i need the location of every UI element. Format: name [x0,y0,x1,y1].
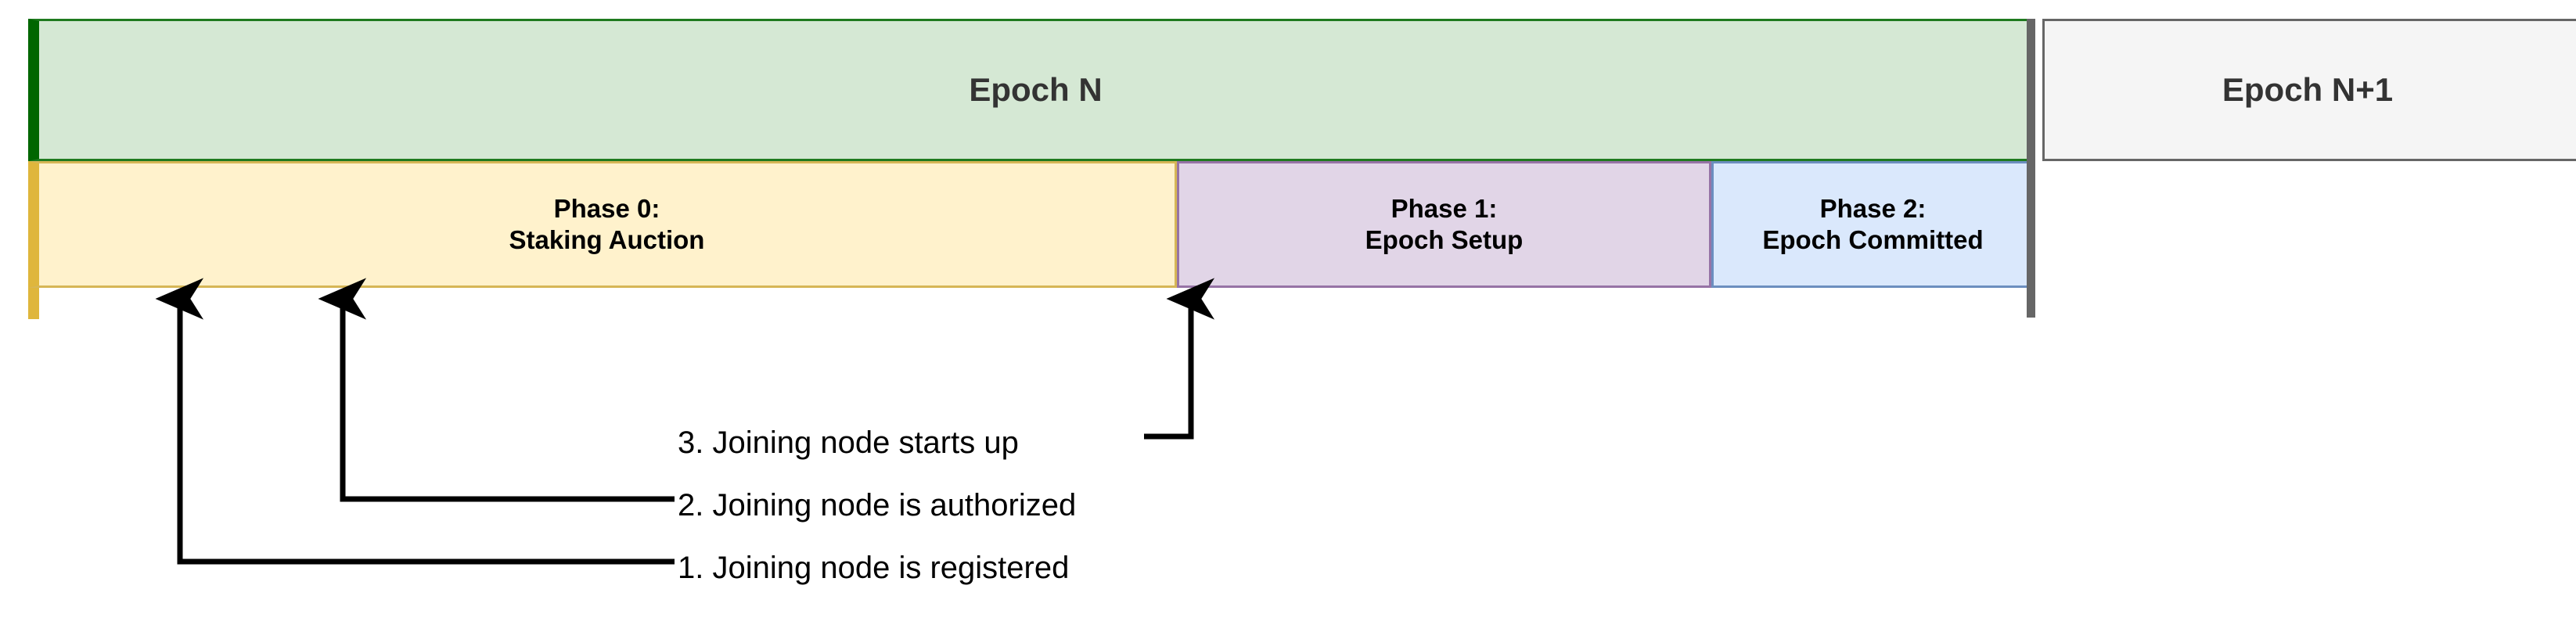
phase-1-text: Phase 1: Epoch Setup [1365,193,1524,257]
phase-2-subtitle: Epoch Committed [1762,225,1984,254]
connector-event-2 [318,278,675,502]
phase-2-block: Phase 2: Epoch Committed [1711,161,2035,288]
phase-2-title: Phase 2: [1819,193,1927,223]
phase-0-subtitle: Staking Auction [509,225,705,254]
phase-0-left-edge-extension [28,288,39,319]
epoch-n-plus-1-block: Epoch N+1 [2042,19,2576,161]
phase-0-text: Phase 0: Staking Auction [509,193,705,257]
phase-0-block: Phase 0: Staking Auction [28,161,1177,288]
phase-2-text: Phase 2: Epoch Committed [1762,193,1983,257]
epoch-n-plus-1-label: Epoch N+1 [2222,71,2394,109]
phase-1-subtitle: Epoch Setup [1365,225,1524,254]
phase-1-block: Phase 1: Epoch Setup [1177,161,1711,288]
annotation-event-2: 2. Joining node is authorized [678,488,1077,522]
annotation-event-3: 3. Joining node starts up [678,426,1019,460]
annotation-event-1: 1. Joining node is registered [678,551,1070,585]
epoch-n-label: Epoch N [969,71,1103,109]
epoch-boundary-divider [2027,19,2035,318]
phase-0-title: Phase 0: [553,193,660,223]
epoch-n-block: Epoch N [28,19,2035,161]
connector-event-3 [1144,278,1215,440]
connector-event-1 [155,278,675,565]
phase-1-title: Phase 1: [1391,193,1498,223]
